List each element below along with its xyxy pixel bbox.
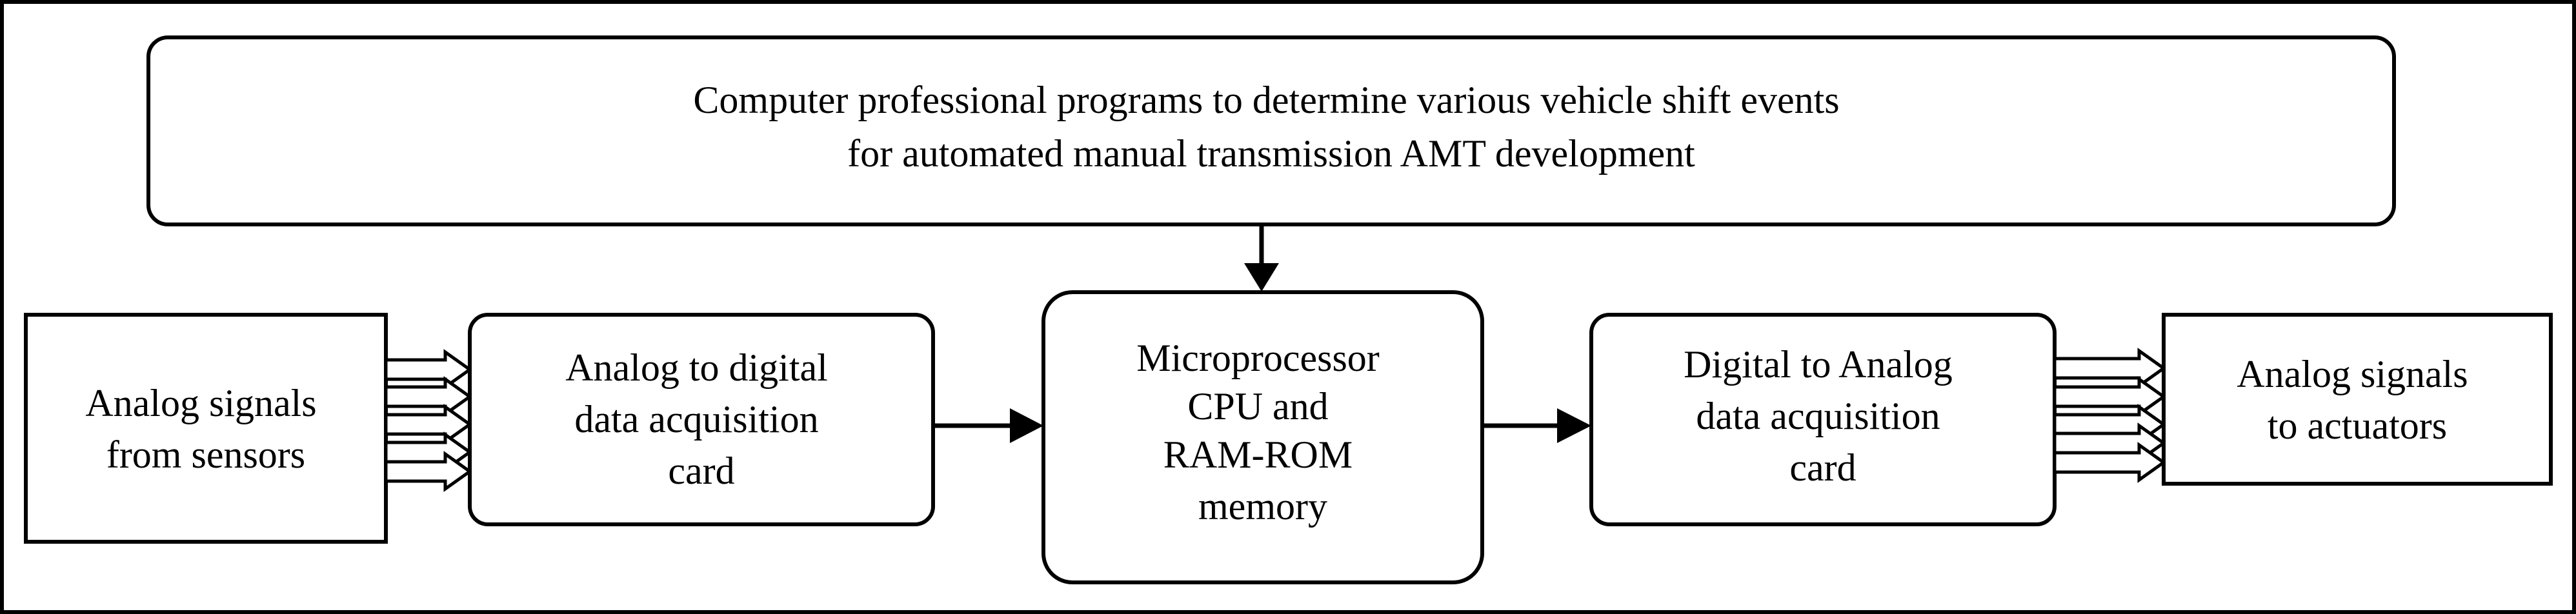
- cpu-box-line-2: CPU and: [1187, 385, 1328, 428]
- dac-card-box: Digital to Analog data acquisition card: [1589, 313, 2057, 526]
- svg-text:Analog to digital data a: Analog to digital data acquisition card: [565, 346, 838, 492]
- hollow-arrow-1: [384, 349, 473, 390]
- output-box-line-2: to actuators: [2268, 404, 2447, 447]
- hollow-arrow-2: [384, 376, 473, 417]
- top-box-line-2: for automated manual transmission AMT de…: [847, 132, 1695, 175]
- input-box-line-2: from sensors: [106, 433, 305, 476]
- input-box-line-1: Analog signals: [85, 382, 316, 424]
- arrow-cpu-to-dac: [1482, 408, 1591, 443]
- arrow-program-to-cpu: [1244, 224, 1279, 292]
- arrow-adc-to-cpu: [933, 408, 1043, 443]
- hollow-arrow-3: [384, 404, 473, 445]
- cpu-box-line-1: Microprocessor: [1136, 337, 1380, 379]
- svg-text:Digital to Analog data a: Digital to Analog data acquisition card: [1684, 343, 1962, 489]
- hollow-arrows-input-to-adc: [384, 349, 473, 492]
- adc-box-line-2: data acquisition: [574, 398, 818, 441]
- hollow-arrows-dac-to-output: [2053, 348, 2167, 483]
- cpu-box-line-4: memory: [1198, 485, 1327, 528]
- hollow-arrow-10: [2053, 442, 2167, 483]
- hollow-arrow-7: [2053, 376, 2167, 417]
- svg-text:Analog signals to actuat: Analog signals to actuators: [2237, 353, 2477, 447]
- top-box-line-1: Computer professional programs to determ…: [693, 79, 1839, 121]
- dac-box-line-3: card: [1789, 446, 1856, 489]
- input-signals-box: Analog signals from sensors: [24, 313, 388, 544]
- svg-text:Microprocessor CPU and: Microprocessor CPU and RAM-ROM memory: [1136, 337, 1389, 528]
- dac-box-line-1: Digital to Analog: [1684, 343, 1953, 386]
- hollow-arrow-5: [384, 451, 473, 492]
- adc-card-box: Analog to digital data acquisition card: [468, 313, 935, 526]
- svg-text:Analog signals from sens: Analog signals from sensors: [85, 382, 326, 476]
- adc-box-line-1: Analog to digital: [565, 346, 828, 389]
- output-signals-box: Analog signals to actuators: [2162, 313, 2553, 486]
- output-box-line-1: Analog signals: [2237, 353, 2468, 395]
- cpu-box: Microprocessor CPU and RAM-ROM memory: [1041, 290, 1484, 584]
- adc-box-line-3: card: [668, 450, 734, 492]
- hollow-arrow-6: [2053, 348, 2167, 389]
- cpu-box-line-3: RAM-ROM: [1163, 433, 1353, 476]
- top-program-box: Computer professional programs to determ…: [146, 35, 2396, 226]
- svg-text:Computer professional programs: Computer professional programs to determ…: [693, 79, 1849, 175]
- dac-box-line-2: data acquisition: [1696, 395, 1940, 437]
